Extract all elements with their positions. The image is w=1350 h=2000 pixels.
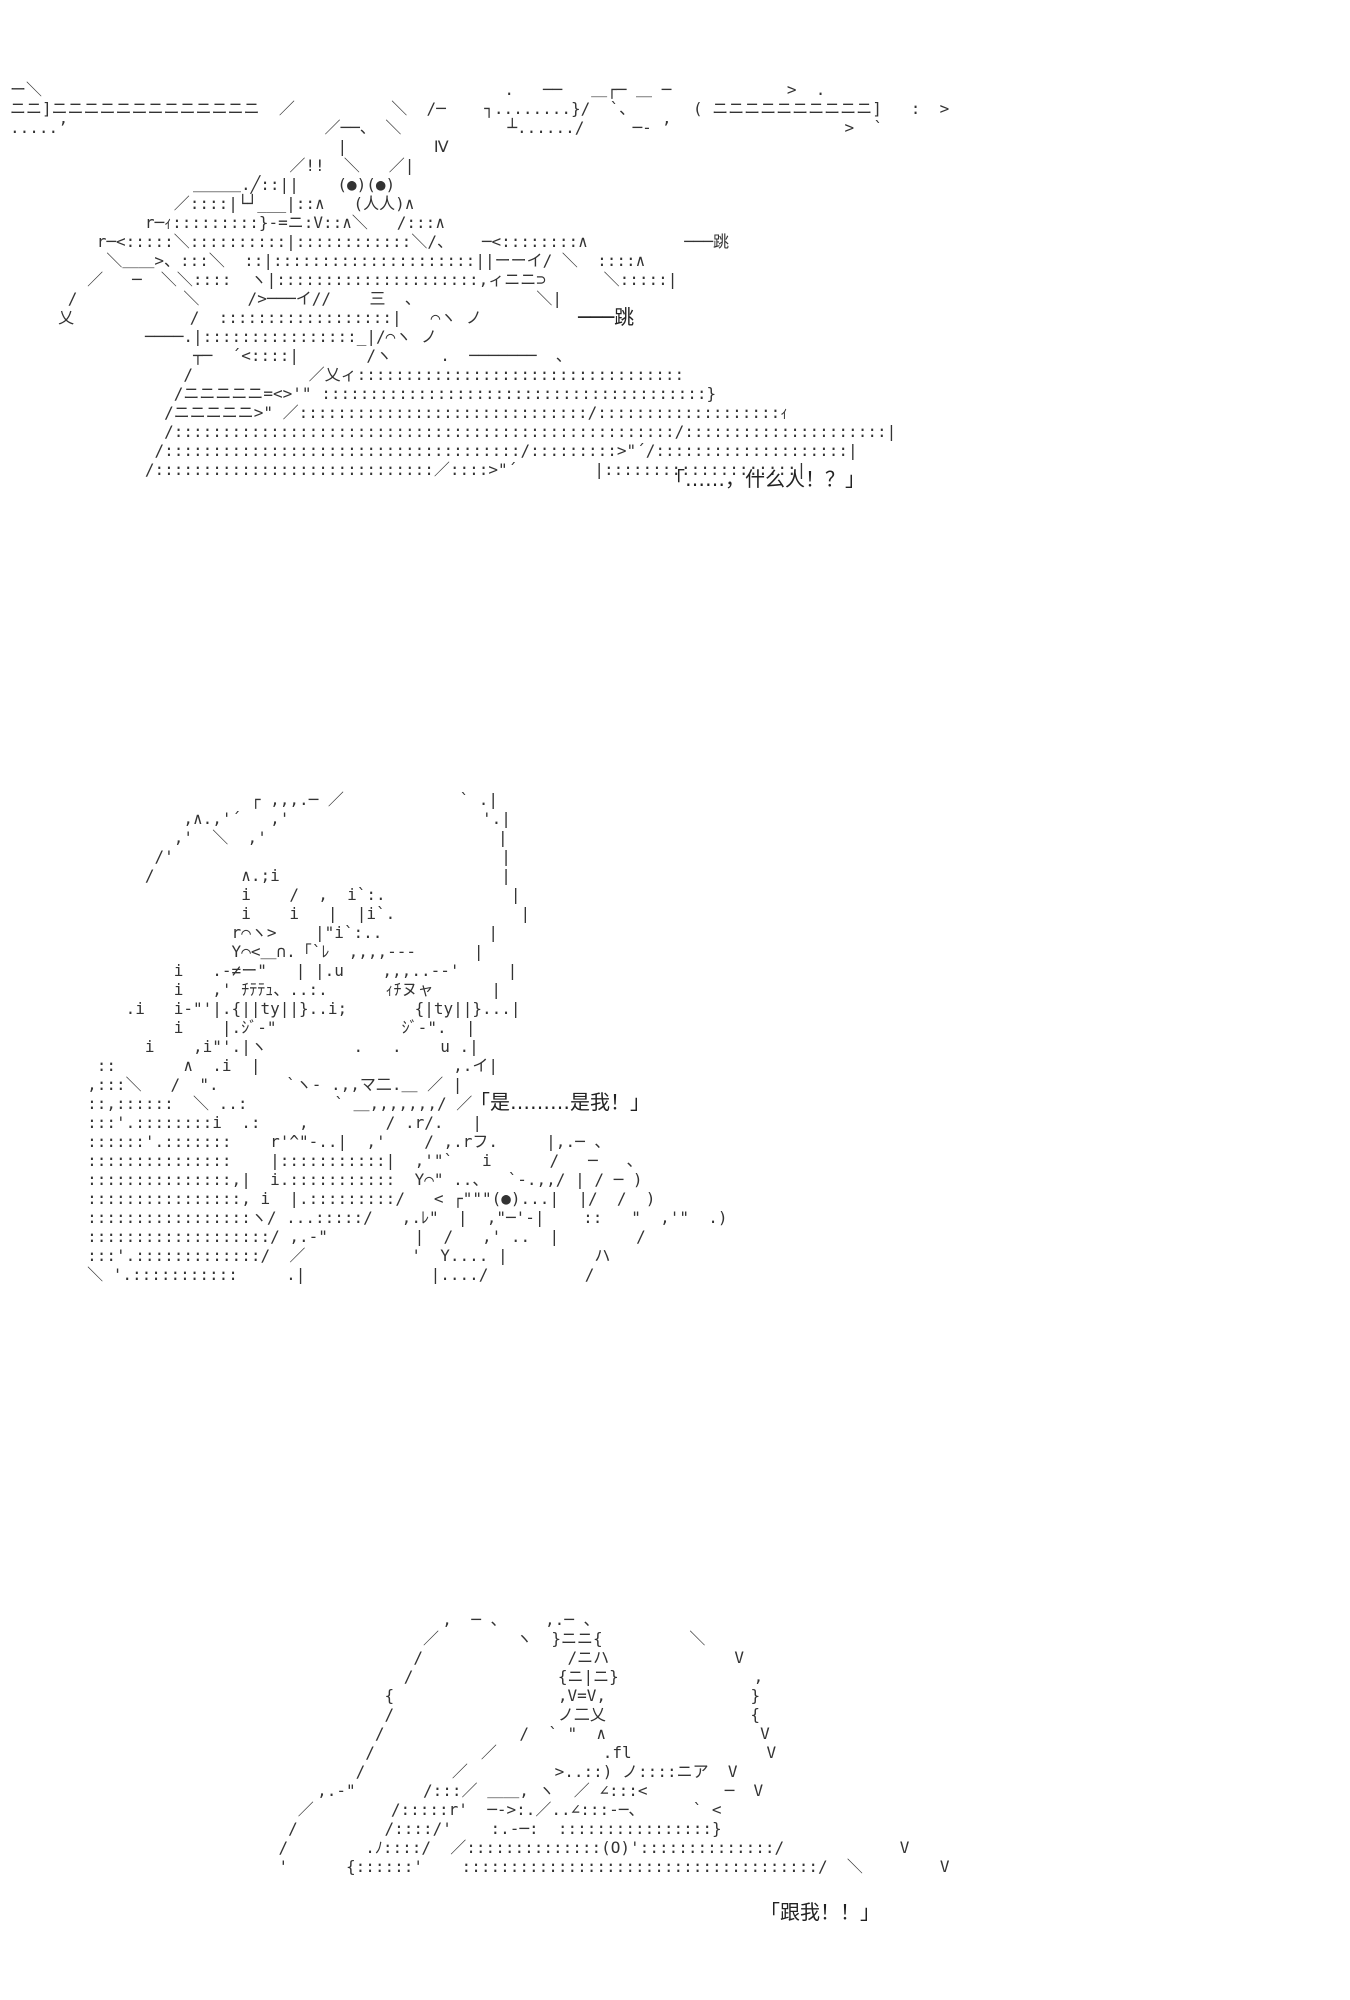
- dialogue-line-1: 「……，什么人！？」: [665, 467, 865, 491]
- ascii-art-panel-1: ー＼ . ── ＿┌─ ＿ ─ > . ニニ]ニニニニニニニニニニニニニ ／ ＼…: [10, 80, 950, 479]
- dialogue-line-3: 「跟我！！」: [760, 1900, 880, 1924]
- ascii-art-panel-2: ┌ ,,,.─ ／ ` .| ,∧.,'´ ,' '.| ,' ＼ ,' | /…: [87, 790, 728, 1284]
- ascii-art-panel-3: , ─ 、 ,.─ 、 ／ ヽ }ニニ{ ＼ / /ニハ V / {ニ|ニ} ,…: [278, 1610, 950, 1876]
- dialogue-line-2: 「是………是我！」: [470, 1090, 650, 1114]
- sound-effect-jump: ───跳: [578, 305, 635, 329]
